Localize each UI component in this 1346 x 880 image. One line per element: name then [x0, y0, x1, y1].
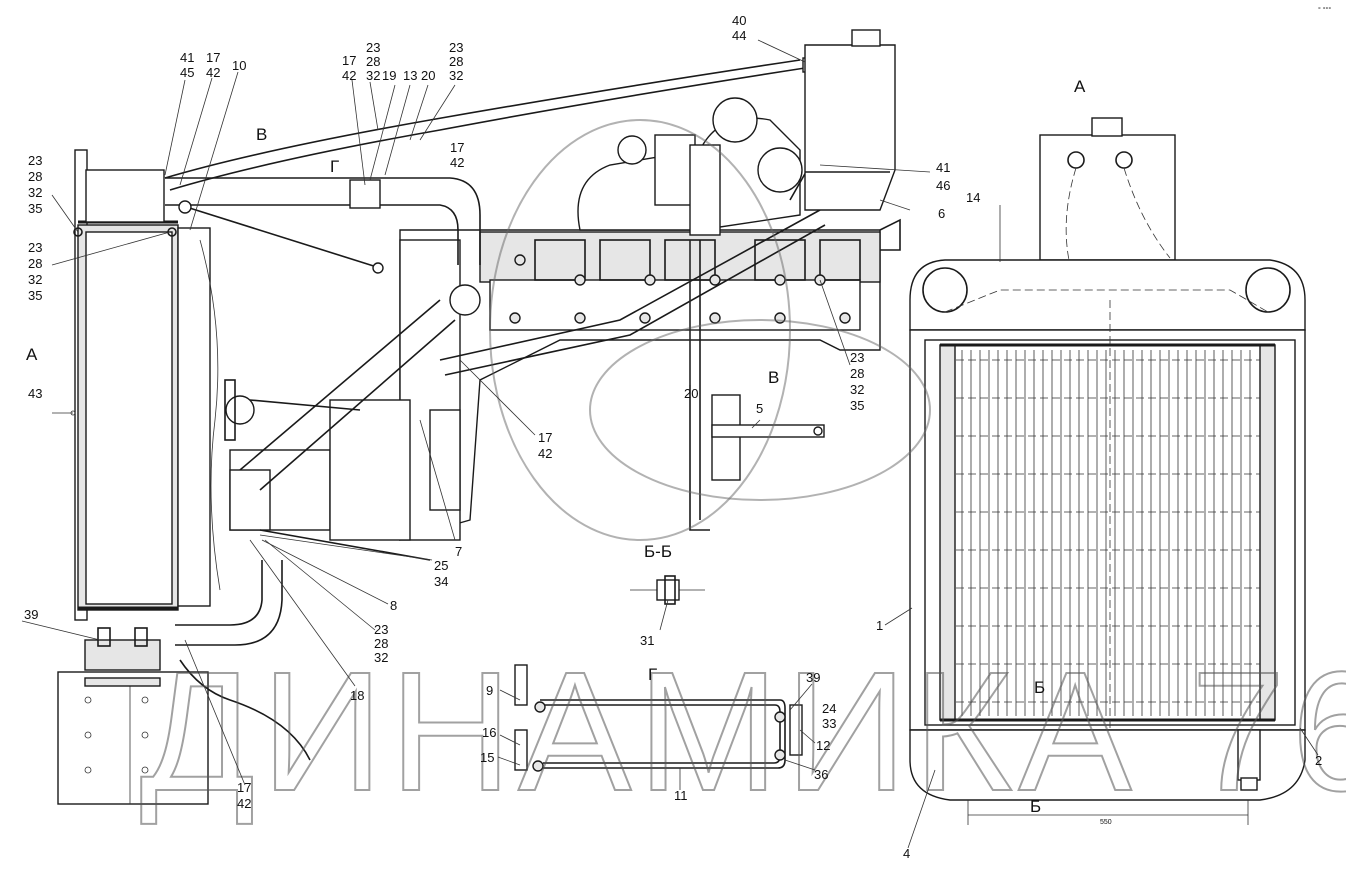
view-label-bb-section: Б-Б [644, 542, 672, 561]
callout-20: 20 [421, 68, 435, 83]
callout-28: 28 [366, 54, 380, 69]
air-intake-pipe [164, 57, 812, 265]
callout-34: 34 [434, 574, 448, 589]
view-label-a-side: А [26, 345, 38, 364]
engine-body [224, 97, 901, 541]
callout-28: 28 [28, 169, 42, 184]
callout-24: 24 [822, 701, 836, 716]
radiator-side-view [70, 149, 221, 621]
frame-bracket [57, 627, 209, 805]
callout-11: 11 [674, 788, 688, 803]
detail-bb [630, 575, 705, 605]
hoses [178, 161, 826, 561]
callout-23: 23 [850, 350, 864, 365]
callout-32: 32 [28, 272, 42, 287]
callout-42: 42 [450, 155, 464, 170]
callout-23: 23 [449, 40, 463, 55]
callout-7: 7 [455, 544, 462, 559]
view-label-v-top: В [256, 125, 267, 144]
callout-9: 9 [486, 683, 493, 698]
callout-14: 14 [966, 190, 980, 205]
view-label-b-lower: Б [1030, 797, 1041, 816]
callout-46: 46 [936, 178, 950, 193]
callout-35: 35 [28, 288, 42, 303]
watermark-logo [489, 119, 931, 541]
callout-39: 39 [806, 670, 820, 685]
callout-12: 12 [816, 738, 830, 753]
view-labels: А А В Г В Б-Б Г Б Б [26, 77, 1086, 816]
leader-lines [21, 39, 1319, 849]
callout-42: 42 [538, 446, 552, 461]
callout-32: 32 [850, 382, 864, 397]
view-label-a-main: А [1074, 77, 1086, 96]
callout-40: 40 [732, 13, 746, 28]
callout-32: 32 [28, 185, 42, 200]
expansion-tank [804, 29, 896, 211]
callout-28: 28 [850, 366, 864, 381]
callout-20: 20 [684, 386, 698, 401]
callout-42: 42 [342, 68, 356, 83]
callout-labels: 41 45 17 42 10 17 42 23 28 32 19 13 20 2… [24, 13, 1322, 861]
callout-41: 41 [180, 50, 194, 65]
callout-17: 17 [450, 140, 464, 155]
callout-32: 32 [449, 68, 463, 83]
callout-32: 32 [366, 68, 380, 83]
callout-17: 17 [342, 53, 356, 68]
callout-6: 6 [938, 206, 945, 221]
callout-28: 28 [374, 636, 388, 651]
callout-1: 1 [876, 618, 883, 633]
callout-4: 4 [903, 846, 910, 861]
radiator-fins [956, 350, 1260, 716]
callout-23: 23 [366, 40, 380, 55]
detail-v [711, 394, 825, 481]
callout-5: 5 [756, 401, 763, 416]
view-label-b-upper: Б [1034, 678, 1045, 697]
callout-17: 17 [538, 430, 552, 445]
callout-42: 42 [237, 796, 251, 811]
callout-39: 39 [24, 607, 38, 622]
callout-15: 15 [480, 750, 494, 765]
radiator-front-view [909, 117, 1306, 825]
view-label-v-detail: В [768, 368, 779, 387]
callout-25: 25 [434, 558, 448, 573]
callout-17: 17 [206, 50, 220, 65]
callout-35: 35 [28, 201, 42, 216]
corner-mark: ° °°° [1318, 6, 1331, 14]
callout-23: 23 [28, 153, 42, 168]
callout-10: 10 [232, 58, 246, 73]
callout-43: 43 [28, 386, 42, 401]
callout-44: 44 [732, 28, 746, 43]
callout-41: 41 [936, 160, 950, 175]
callout-45: 45 [180, 65, 194, 80]
callout-2: 2 [1315, 753, 1322, 768]
view-label-g-top: Г [330, 157, 339, 176]
callout-35: 35 [850, 398, 864, 413]
callout-16: 16 [482, 725, 496, 740]
dimension-label: 550 [1100, 819, 1112, 826]
watermark: ДИНАМИКА 76 [140, 637, 1346, 827]
callout-23: 23 [28, 240, 42, 255]
callout-32: 32 [374, 650, 388, 665]
lower-pipes [175, 560, 311, 761]
detail-g [514, 664, 803, 772]
callout-19: 19 [382, 68, 396, 83]
callout-36: 36 [814, 767, 828, 782]
view-label-g-detail: Г [648, 665, 657, 684]
callout-18: 18 [350, 688, 364, 703]
callout-31: 31 [640, 633, 654, 648]
callout-28: 28 [28, 256, 42, 271]
callout-23: 23 [374, 622, 388, 637]
callout-17: 17 [237, 780, 251, 795]
callout-13: 13 [403, 68, 417, 83]
callout-8: 8 [390, 598, 397, 613]
callout-33: 33 [822, 716, 836, 731]
callout-42: 42 [206, 65, 220, 80]
callout-28: 28 [449, 54, 463, 69]
